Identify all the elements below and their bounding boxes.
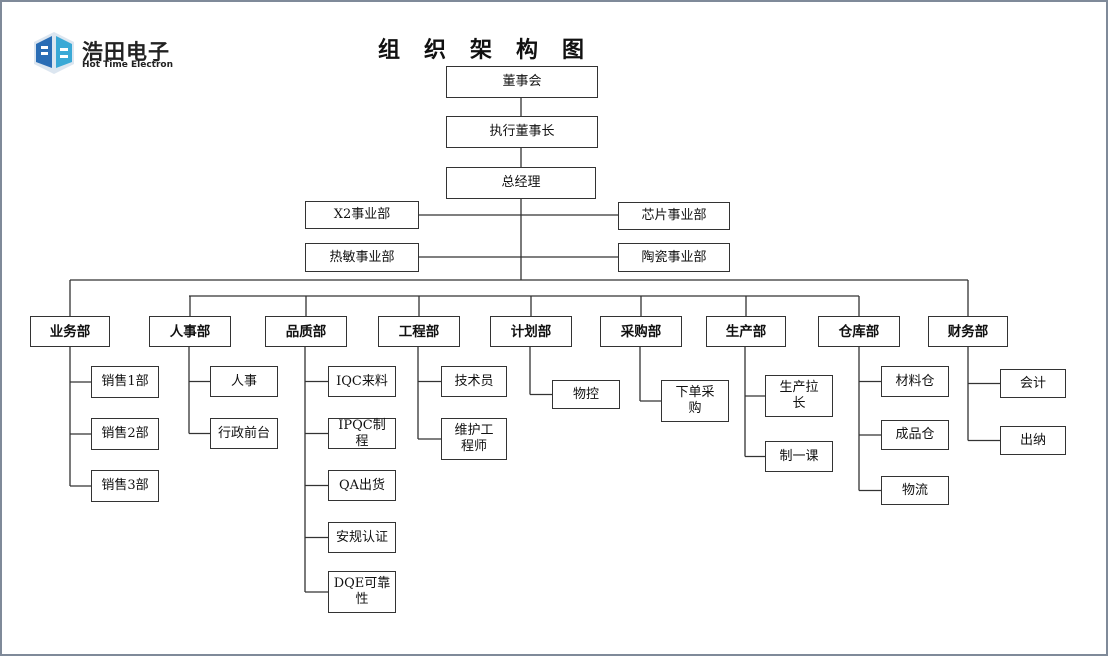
subunit-node: 出纳 <box>1000 426 1066 455</box>
node-division-x2: X2事业部 <box>305 201 419 229</box>
dept-node: 业务部 <box>30 316 110 347</box>
subunit-node: 物控 <box>552 380 620 409</box>
subunit-node: 安规认证 <box>328 522 396 553</box>
subunit-node: DQE可靠 性 <box>328 571 396 613</box>
company-logo: 浩田电子 Hot Time Electron <box>30 26 200 78</box>
subunit-node: 制一课 <box>765 441 833 472</box>
dept-node: 计划部 <box>490 316 572 347</box>
dept-node: 品质部 <box>265 316 347 347</box>
subunit-node: IQC来料 <box>328 366 396 397</box>
subunit-node: 物流 <box>881 476 949 505</box>
node-general-manager: 总经理 <box>446 167 596 199</box>
subunit-node: 生产拉 长 <box>765 375 833 417</box>
logo-mark-icon <box>34 32 74 74</box>
subunit-node: 材料仓 <box>881 366 949 397</box>
subunit-node: 技术员 <box>441 366 507 397</box>
dept-node: 人事部 <box>149 316 231 347</box>
node-division-thermal: 热敏事业部 <box>305 243 419 272</box>
logo-name-cn: 浩田电子 <box>82 40 170 64</box>
subunit-node: 行政前台 <box>210 418 278 449</box>
subunit-node: 成品仓 <box>881 420 949 450</box>
dept-node: 财务部 <box>928 316 1008 347</box>
subunit-node: QA出货 <box>328 470 396 501</box>
dept-node: 生产部 <box>706 316 786 347</box>
node-division-chip: 芯片事业部 <box>618 202 730 230</box>
subunit-node: 会计 <box>1000 369 1066 398</box>
dept-node: 工程部 <box>378 316 460 347</box>
logo-name-en: Hot Time Electron <box>82 60 173 70</box>
node-board: 董事会 <box>446 66 598 98</box>
subunit-node: 销售2部 <box>91 418 159 450</box>
dept-node: 采购部 <box>600 316 682 347</box>
page-title: 组织架构图 <box>378 38 609 63</box>
node-chairman: 执行董事长 <box>446 116 598 148</box>
subunit-node: 销售3部 <box>91 470 159 502</box>
node-division-ceramic: 陶瓷事业部 <box>618 243 730 272</box>
subunit-node: 销售1部 <box>91 366 159 398</box>
dept-node: 仓库部 <box>818 316 900 347</box>
subunit-node: 维护工 程师 <box>441 418 507 460</box>
subunit-node: IPQC制程 <box>328 418 396 449</box>
subunit-node: 下单采 购 <box>661 380 729 422</box>
subunit-node: 人事 <box>210 366 278 397</box>
